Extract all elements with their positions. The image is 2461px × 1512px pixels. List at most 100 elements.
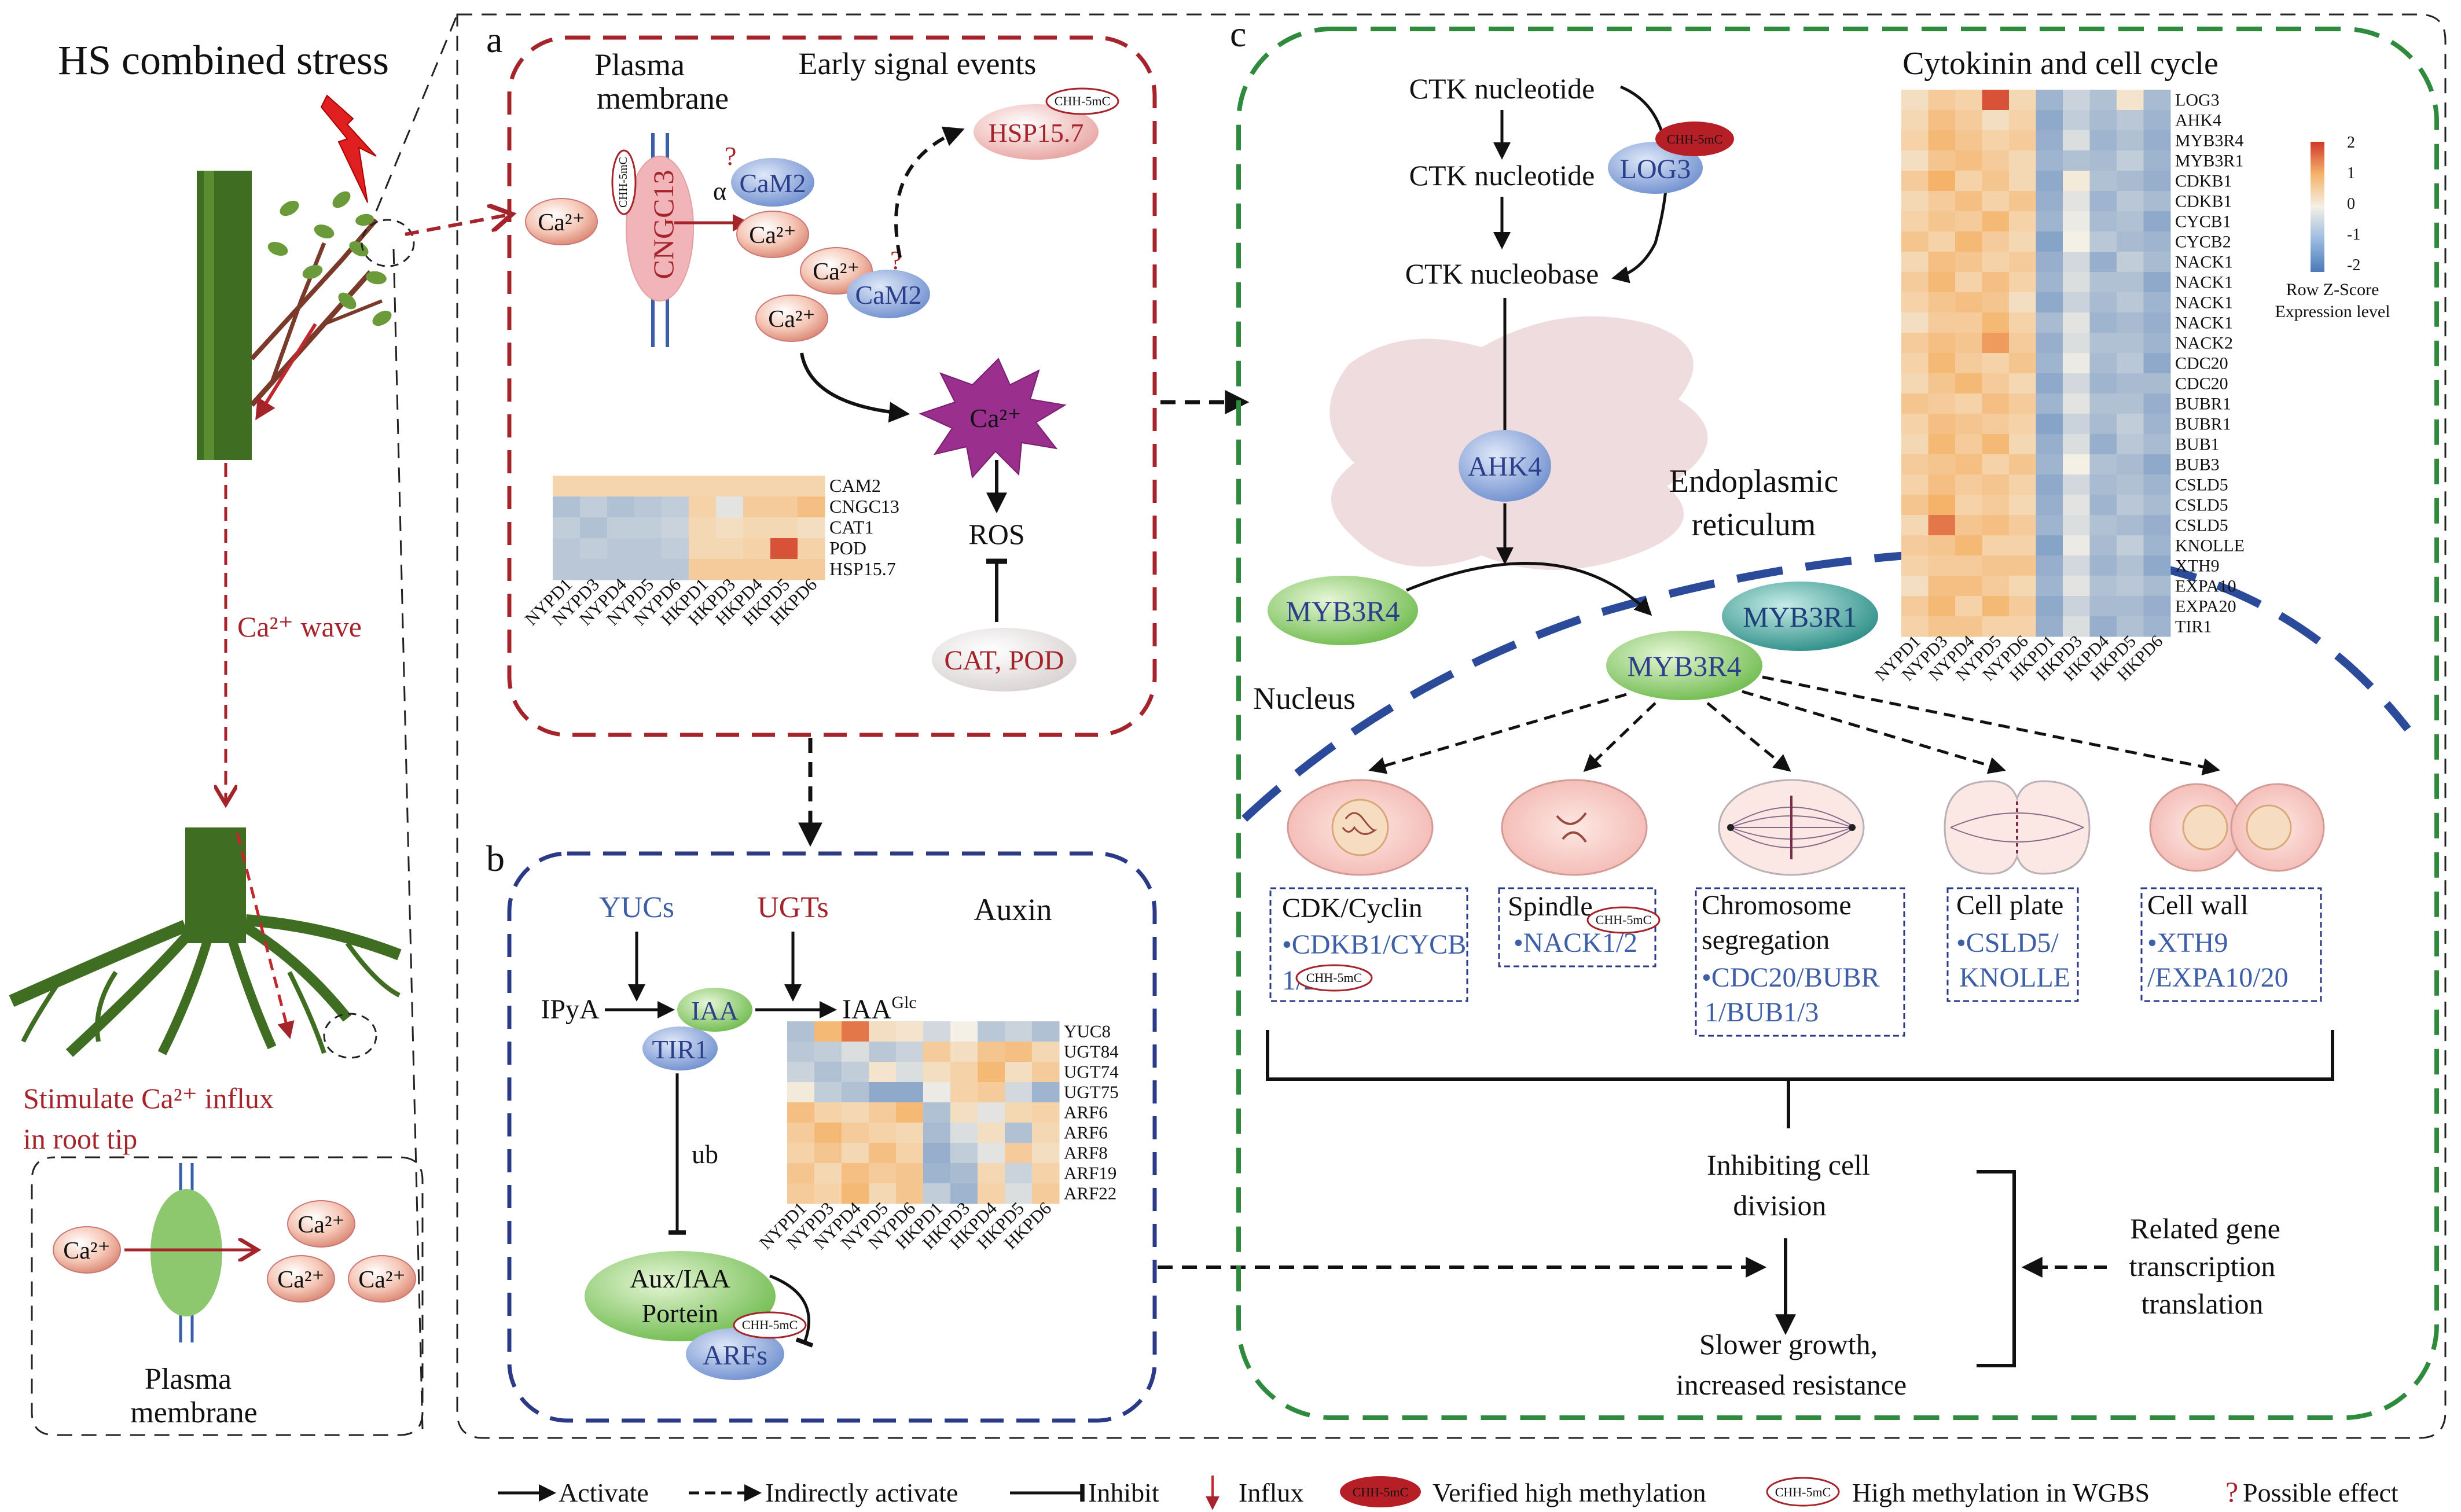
heatmap-b-cell [842, 1082, 869, 1103]
heatmap-c-cell [1928, 616, 1956, 637]
heatmap-c-cell [2117, 191, 2144, 212]
heatmap-c-cell [2089, 393, 2117, 414]
heatmap-c-cell [1901, 90, 1929, 111]
heatmap-c-cell [2036, 171, 2063, 192]
heatmap-a-cell [634, 476, 662, 497]
heatmap-b-gene-label: ARF6 [1064, 1122, 1108, 1142]
heatmap-c-title: Cytokinin and cell cycle [1902, 46, 2218, 82]
heatmap-b-cell [978, 1062, 1005, 1083]
heatmap-c-cell [2117, 292, 2144, 313]
heatmap-a-cell [607, 496, 635, 518]
heatmap-c-cell [1928, 171, 1956, 192]
heatmap-c-cell [1901, 414, 1929, 435]
heatmap-c-cell [2036, 393, 2063, 414]
svg-text:KNOLLE: KNOLLE [1959, 962, 2070, 993]
heatmap-b-cell [896, 1143, 924, 1164]
phase-cell-wall: Cell wall •XTH9 /EXPA10/20 [2140, 887, 2322, 1002]
heatmap-b-cell [978, 1021, 1005, 1042]
legend-question-mark: ? [2225, 1476, 2238, 1508]
iaa-glc-sup: Glc [891, 993, 916, 1012]
heatmap-c-cell [1982, 171, 2010, 192]
heatmap-b-cell [1005, 1021, 1033, 1042]
svg-text:Chromosome: Chromosome [1702, 890, 1852, 921]
heatmap-c-cell [1955, 252, 1982, 273]
heatmap-c-cell [2089, 110, 2117, 131]
heatmap-c-cell [1928, 495, 1956, 516]
heatmap-b-cell [1005, 1183, 1033, 1204]
slower-line2: increased resistance [1676, 1368, 1907, 1401]
heatmap-c-cell [1901, 150, 1929, 171]
heatmap-c-cell [1955, 393, 1982, 414]
heatmap-c-gene-label: CDKB1 [2175, 171, 2232, 190]
stimulate-line1: Stimulate Ca²⁺ influx [23, 1082, 274, 1114]
heatmap-a-cell [770, 559, 798, 580]
heatmap-c-cell [1901, 353, 1929, 374]
heatmap-a-gene-label: CNGC13 [829, 496, 899, 517]
heatmap-c-cell [2036, 312, 2063, 333]
heatmap-b-cell [787, 1021, 815, 1042]
svg-text:CaM2: CaM2 [855, 280, 922, 310]
heatmap-c-cell [2063, 373, 2090, 394]
heatmap-b-cell [1005, 1082, 1033, 1103]
heatmap-b-cell [950, 1062, 978, 1083]
heatmap-c-cell [1955, 130, 1982, 151]
heatmap-c-cell [1928, 454, 1956, 475]
heatmap-c-cell [2089, 333, 2117, 354]
heatmap-b-cell [869, 1163, 897, 1184]
heatmap-c-cell [1982, 576, 2010, 597]
heatmap-c-cell [2036, 515, 2063, 536]
heatmap-c-cell [1955, 454, 1982, 475]
heatmap-b-cell [842, 1042, 869, 1062]
heatmap-c-cell [2117, 231, 2144, 252]
heatmap-c-cell [2117, 171, 2144, 192]
heatmap-b-cell [978, 1042, 1005, 1062]
heatmap-b-cell [814, 1102, 842, 1123]
heatmap-b-gene-label: UGT75 [1064, 1081, 1119, 1102]
heatmap-c-cell [1982, 272, 2010, 293]
heatmap-a-cell [798, 559, 825, 580]
heatmap-c-cell [2117, 150, 2144, 171]
heatmap-c-cell [2143, 252, 2171, 273]
cell-spindle-illustration [1501, 779, 1648, 876]
heatmap-c-cell [1955, 272, 1982, 293]
heatmap-c-cell [2063, 495, 2090, 516]
heatmap-c-cell [2063, 211, 2090, 232]
heatmap-b: YUC8UGT84UGT74UGT75ARF6ARF6ARF8ARF19ARF2… [755, 1021, 1119, 1253]
heatmap-c-cell [2009, 474, 2036, 495]
heatmap-c-cell [1955, 110, 1982, 131]
heatmap-c-cell [2036, 596, 2063, 617]
heatmap-c-cell [1955, 171, 1982, 192]
zoom-line-bottom [392, 248, 424, 1430]
heatmap-a-cell [716, 538, 744, 560]
heatmap-b-cell [978, 1183, 1005, 1204]
heatmap-c-cell [1982, 150, 2010, 171]
heatmap-c-cell [2036, 353, 2063, 374]
heatmap-a-cell [553, 476, 581, 497]
heatmap-a-cell [798, 496, 825, 518]
heatmap-c-cell [2009, 616, 2036, 637]
heatmap-c-gene-label: MYB3R1 [2175, 151, 2243, 170]
heatmap-a-gene-label: CAM2 [829, 475, 881, 496]
heatmap-c-cell [1928, 272, 1956, 293]
myb3r4-cytoplasm-node: MYB3R4 [1268, 576, 1418, 645]
heatmap-a-cell [798, 476, 825, 497]
heatmap-c-cell [2089, 252, 2117, 273]
heatmap-b-cell [896, 1042, 924, 1062]
nucleus-envelope [1241, 548, 2411, 822]
heatmap-c-cell [1955, 353, 1982, 374]
legend-verified-badge [1340, 1476, 1421, 1507]
heatmap-b-cell [923, 1163, 951, 1184]
heatmap-c-cell [1901, 474, 1929, 495]
heatmap-c-cell [1901, 312, 1929, 333]
heatmap-c-cell [1901, 434, 1929, 455]
heatmap-c-gene-label: XTH9 [2175, 556, 2220, 575]
svg-text:MYB3R4: MYB3R4 [1285, 595, 1400, 627]
phase-cell-plate: Cell plate •CSLD5/ KNOLLE [1946, 887, 2079, 1002]
left-inset-box [31, 1156, 424, 1436]
outer-dashed-frame [456, 13, 2447, 1439]
heatmap-b-cell [896, 1123, 924, 1143]
log3-verified-methyl-text: CHH-5mC [1667, 132, 1723, 146]
heatmap-a-cell [743, 496, 771, 518]
myb3r4-nucleus-node: MYB3R4 [1606, 631, 1762, 700]
heatmap-c-cell [2117, 515, 2144, 536]
